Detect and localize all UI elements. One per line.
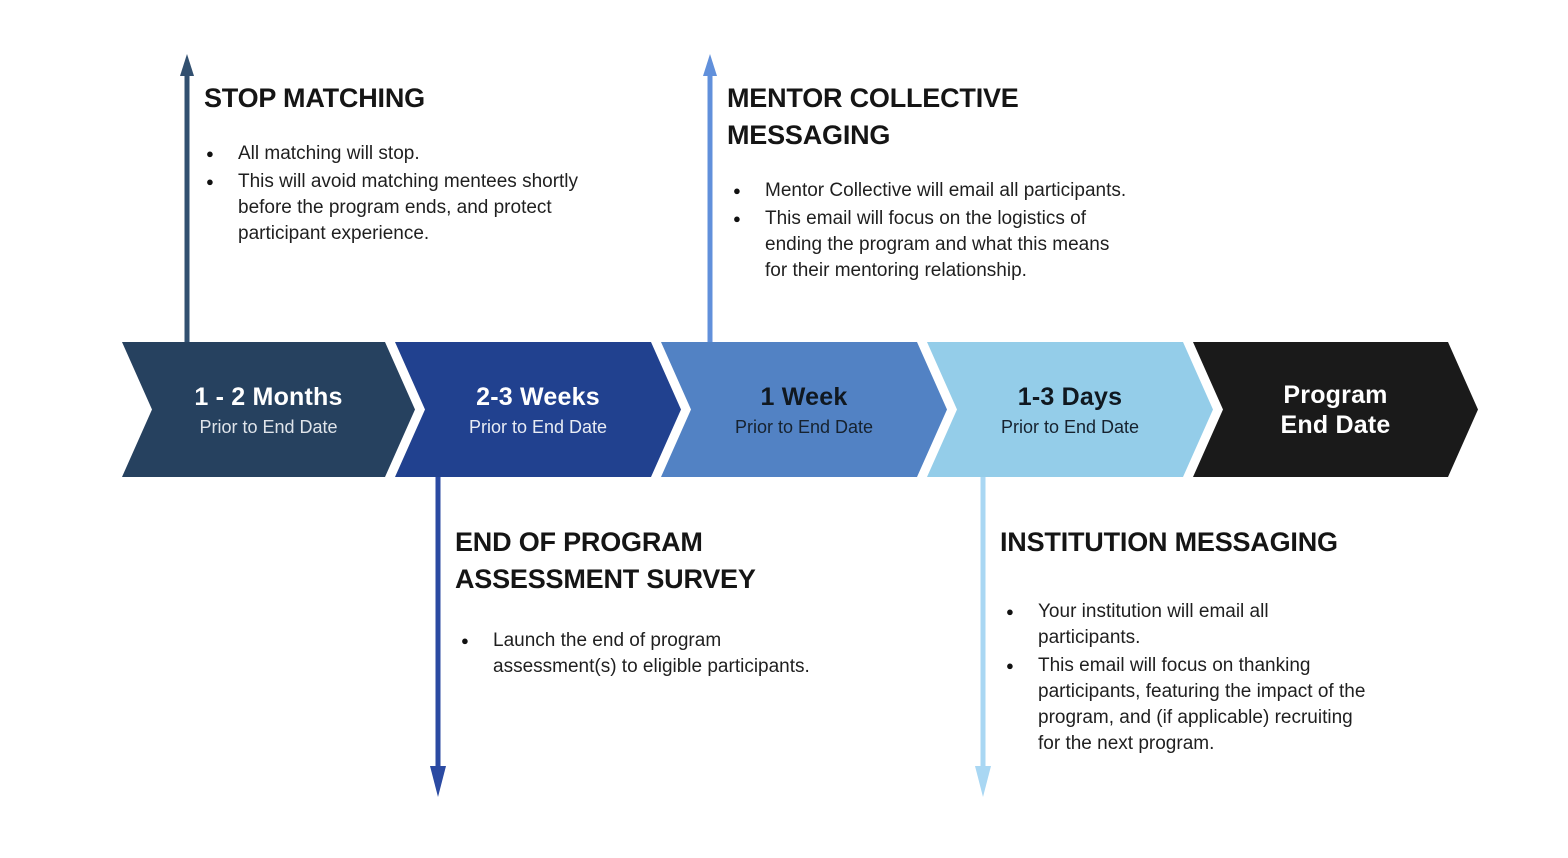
bullet-item: Your institution will email all particip… [1006,599,1373,651]
arrow-shaft [707,70,713,342]
timeline-chevron-band [122,342,1478,477]
bullet-item: This email will focus on the logistics o… [733,206,1130,284]
arrow-head [703,54,717,76]
arrow-shaft [980,477,986,769]
timeline-stage-1-shape [122,342,415,477]
timeline-stage-4-shape [927,342,1213,477]
callout-stop-matching: STOP MATCHING All matching will stop. Th… [204,80,674,249]
bullet-item: Mentor Collective will email all partici… [733,178,1130,204]
timeline-stage-2-shape [395,342,681,477]
bullet-item: Launch the end of program assessment(s) … [461,628,813,680]
callout-title: STOP MATCHING [204,83,425,113]
callout-end-of-program-assessment-survey: END OF PROGRAM ASSESSMENT SURVEY Launch … [455,524,815,682]
down-arrow-institution-messaging [975,477,991,797]
callout-institution-messaging: INSTITUTION MESSAGING Your institution w… [1000,524,1460,759]
arrow-shaft [435,477,441,769]
up-arrow-mentor-collective-messaging [703,54,717,342]
callout-title: INSTITUTION MESSAGING [1000,527,1338,557]
callout-title: END OF PROGRAM ASSESSMENT SURVEY [455,527,756,594]
callout-mentor-collective-messaging: MENTOR COLLECTIVE MESSAGING Mentor Colle… [727,80,1130,286]
arrow-shaft [184,70,190,342]
bullet-item: This email will focus on thanking partic… [1006,653,1373,757]
arrow-head [430,766,446,797]
callout-bullet-list: Launch the end of program assessment(s) … [461,628,813,680]
timeline-stage-5-shape [1193,342,1478,477]
callout-bullet-list: Mentor Collective will email all partici… [733,178,1130,284]
callout-title: MENTOR COLLECTIVE MESSAGING [727,83,1019,150]
up-arrow-stop-matching [180,54,194,342]
timeline-stage-3-shape [661,342,947,477]
bullet-item: All matching will stop. [206,141,588,167]
bullet-item: This will avoid matching mentees shortly… [206,169,588,247]
arrow-head [180,54,194,76]
callout-bullet-list: Your institution will email all particip… [1006,599,1373,757]
callout-bullet-list: All matching will stop. This will avoid … [206,141,588,247]
arrow-head [975,766,991,797]
down-arrow-end-of-program-assessment-survey [430,477,446,797]
